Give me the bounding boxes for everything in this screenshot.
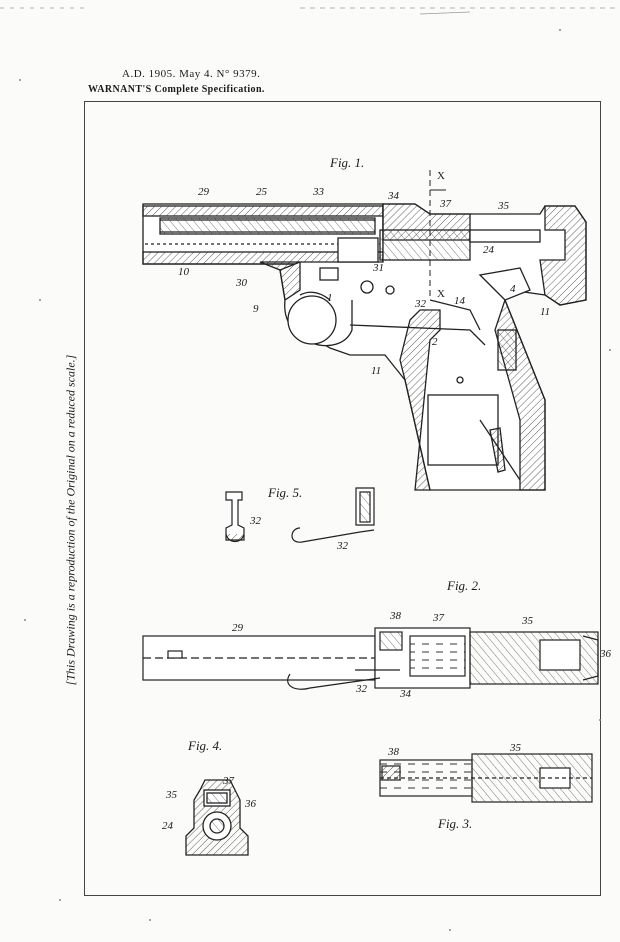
- scan-specks: [19, 29, 611, 931]
- callout: 2: [432, 336, 438, 348]
- callout: 37: [223, 775, 234, 787]
- callout: 34: [388, 190, 399, 202]
- callout: 35: [510, 742, 521, 754]
- callout: 32: [250, 515, 261, 527]
- drawing-border: [84, 101, 601, 896]
- callout: 11: [540, 306, 551, 318]
- callout: 9: [253, 303, 259, 315]
- callout: 35: [166, 789, 177, 801]
- section-mark-x-top: X: [437, 170, 445, 182]
- callout: 24: [162, 820, 173, 832]
- callout: 30: [236, 277, 247, 289]
- callout: 32: [415, 298, 426, 310]
- fig3-label: Fig. 3.: [438, 816, 473, 831]
- fig3-slide-section: [379, 753, 593, 803]
- callout: 37: [440, 198, 451, 210]
- callout: 36: [600, 648, 611, 660]
- scan-edge-marks: [0, 7, 620, 15]
- callout: 32: [356, 683, 367, 695]
- callout: 38: [390, 610, 401, 622]
- callout: 38: [388, 746, 399, 758]
- callout: 14: [454, 295, 465, 307]
- fig2-barrel-slide-drawing: [142, 627, 599, 690]
- callout: 4: [510, 283, 516, 295]
- fig5-parts-drawing: [225, 487, 375, 543]
- callout: 29: [232, 622, 243, 634]
- callout: 35: [522, 615, 533, 627]
- callout: 35: [498, 200, 509, 212]
- specification-title: WARNANT'S Complete Specification.: [88, 84, 265, 95]
- fig4-label: Fig. 4.: [188, 738, 223, 753]
- callout: 24: [483, 244, 494, 256]
- fig1-label: Fig. 1.: [330, 155, 365, 170]
- callout: 11: [371, 365, 382, 377]
- callout: 37: [433, 612, 444, 624]
- fig2-label: Fig. 2.: [447, 578, 482, 593]
- callout: 29: [198, 186, 209, 198]
- patent-date-line: A.D. 1905. May 4. N° 9379.: [122, 68, 261, 80]
- section-mark-x-lower: X: [437, 288, 445, 300]
- callout: 10: [178, 266, 189, 278]
- fig5-label: Fig. 5.: [268, 485, 303, 500]
- callout: 33: [313, 186, 324, 198]
- callout: 1: [327, 292, 333, 304]
- fig1-pistol-drawing: [142, 170, 587, 491]
- callout: 31: [373, 262, 384, 274]
- callout: 32: [337, 540, 348, 552]
- callout: 25: [256, 186, 267, 198]
- callout: 36: [245, 798, 256, 810]
- callout: 34: [400, 688, 411, 700]
- fig4-cross-section: [185, 779, 249, 856]
